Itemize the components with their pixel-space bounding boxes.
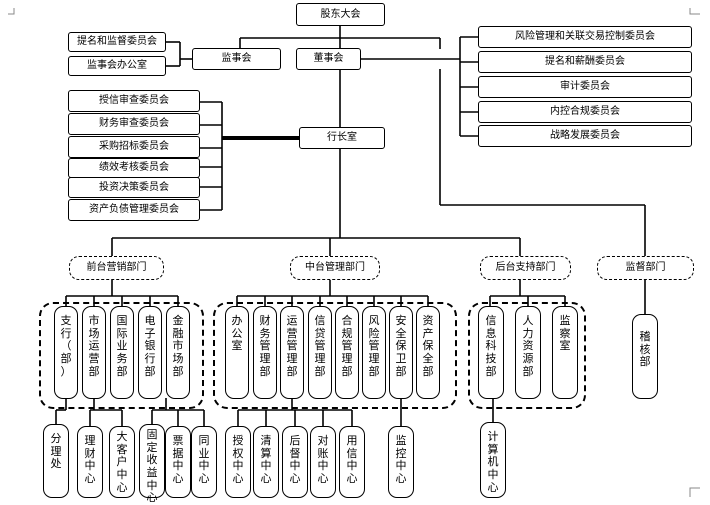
internal-control-committee-box: 内控合规委员会 (478, 101, 692, 123)
supervisory-board-office-box: 监事会办公室 (68, 56, 166, 76)
middle-center-label: 用信中心 (346, 434, 358, 485)
middle-department-box: 风险管理部 (362, 306, 386, 399)
middle-center-label: 后督中心 (289, 434, 301, 485)
middle-center-box: 对账中心 (310, 426, 336, 498)
middle-department-box: 合规管理部 (335, 306, 359, 399)
middle-center-box: 用信中心 (339, 426, 365, 498)
middle-department-box: 资产保全部 (416, 306, 440, 399)
front-department-box: 电子银行部 (138, 306, 162, 399)
performance-assessment-committee-box: 绩效考核委员会 (68, 158, 200, 178)
middle-department-box: 运营管理部 (280, 306, 304, 399)
finance-review-committee-box: 财务审查委员会 (68, 113, 200, 135)
front-center-label: 票据中心 (172, 434, 184, 485)
front-department-box: 金融市场部 (166, 306, 190, 399)
back-center-label: 计算机中心 (487, 430, 499, 494)
back-departments-group (468, 302, 586, 409)
front-center-box: 同业中心 (191, 426, 217, 498)
investment-decision-committee-box: 投资决策委员会 (68, 177, 200, 198)
middle-department-box: 办公室 (225, 306, 249, 399)
front-center-box: 大客户中心 (109, 426, 135, 498)
front-office-division: 前台营销部门 (69, 256, 164, 280)
board-of-directors-box: 董事会 (296, 48, 361, 70)
middle-center-label: 清算中心 (260, 434, 272, 485)
middle-department-label: 安全保卫部 (395, 314, 407, 378)
front-department-box: 国际业务部 (110, 306, 134, 399)
middle-department-box: 财务管理部 (253, 306, 277, 399)
credit-review-committee-box: 授信审查委员会 (68, 90, 200, 112)
middle-center-label: 授权中心 (232, 434, 244, 485)
front-center-label: 固定收益中心 (146, 428, 158, 505)
middle-center-box: 清算中心 (253, 426, 279, 498)
audit-division: 监督部门 (597, 256, 694, 280)
middle-center-box: 监控中心 (388, 426, 414, 498)
front-center-box: 票据中心 (165, 426, 191, 498)
asset-liability-committee-box: 资产负债管理委员会 (68, 199, 200, 221)
shareholders-meeting-box: 股东大会 (296, 3, 385, 26)
middle-center-label: 监控中心 (395, 434, 407, 485)
front-department-label: 市场运营部 (88, 314, 100, 378)
middle-department-label: 风险管理部 (368, 314, 380, 378)
front-department-label: 支行（部） (60, 314, 72, 378)
front-center-box: 固定收益中心 (139, 424, 165, 504)
back-center-box: 计算机中心 (480, 422, 506, 498)
procurement-tender-committee-box: 采购招标委员会 (68, 136, 200, 158)
middle-center-label: 对账中心 (317, 434, 329, 485)
audit-department-label: 稽核部 (639, 330, 651, 369)
risk-management-committee-box: 风险管理和关联交易控制委员会 (478, 26, 692, 48)
middle-department-label: 运营管理部 (286, 314, 298, 378)
middle-department-label: 办公室 (231, 314, 243, 353)
front-department-box: 支行（部） (54, 306, 78, 399)
front-department-box: 市场运营部 (82, 306, 106, 399)
audit-committee-box: 审计委员会 (478, 76, 692, 98)
middle-office-division: 中台管理部门 (290, 256, 380, 280)
middle-department-label: 财务管理部 (259, 314, 271, 378)
front-department-label: 金融市场部 (172, 314, 184, 378)
back-department-label: 人力资源部 (522, 314, 534, 378)
strategy-development-committee-box: 战略发展委员会 (478, 125, 692, 147)
audit-department-box: 稽核部 (632, 314, 658, 399)
middle-department-label: 合规管理部 (341, 314, 353, 378)
front-center-label: 理财中心 (84, 434, 96, 485)
front-department-label: 国际业务部 (116, 314, 128, 378)
back-department-box: 监察室 (552, 306, 578, 399)
middle-departments-group (213, 302, 457, 409)
back-department-box: 信息科技部 (478, 306, 504, 399)
front-center-label: 分理处 (50, 432, 62, 471)
middle-center-box: 后督中心 (282, 426, 308, 498)
president-office-box: 行长室 (299, 127, 385, 149)
front-departments-group (39, 302, 204, 409)
middle-department-box: 安全保卫部 (389, 306, 413, 399)
nomination-supervision-committee-box: 提名和监督委员会 (68, 32, 166, 52)
middle-center-box: 授权中心 (225, 426, 251, 498)
front-center-box: 分理处 (43, 424, 69, 498)
back-department-box: 人力资源部 (515, 306, 541, 399)
supervisory-board-box: 监事会 (192, 48, 281, 70)
middle-department-label: 资产保全部 (422, 314, 434, 378)
middle-department-label: 信贷管理部 (314, 314, 326, 378)
back-office-division: 后台支持部门 (480, 256, 571, 280)
front-center-label: 大客户中心 (116, 430, 128, 494)
front-center-box: 理财中心 (77, 426, 103, 498)
back-department-label: 信息科技部 (485, 314, 497, 378)
back-department-label: 监察室 (559, 314, 571, 353)
front-center-label: 同业中心 (198, 434, 210, 485)
front-department-label: 电子银行部 (144, 314, 156, 378)
middle-department-box: 信贷管理部 (308, 306, 332, 399)
nomination-remuneration-committee-box: 提名和薪酬委员会 (478, 51, 692, 73)
